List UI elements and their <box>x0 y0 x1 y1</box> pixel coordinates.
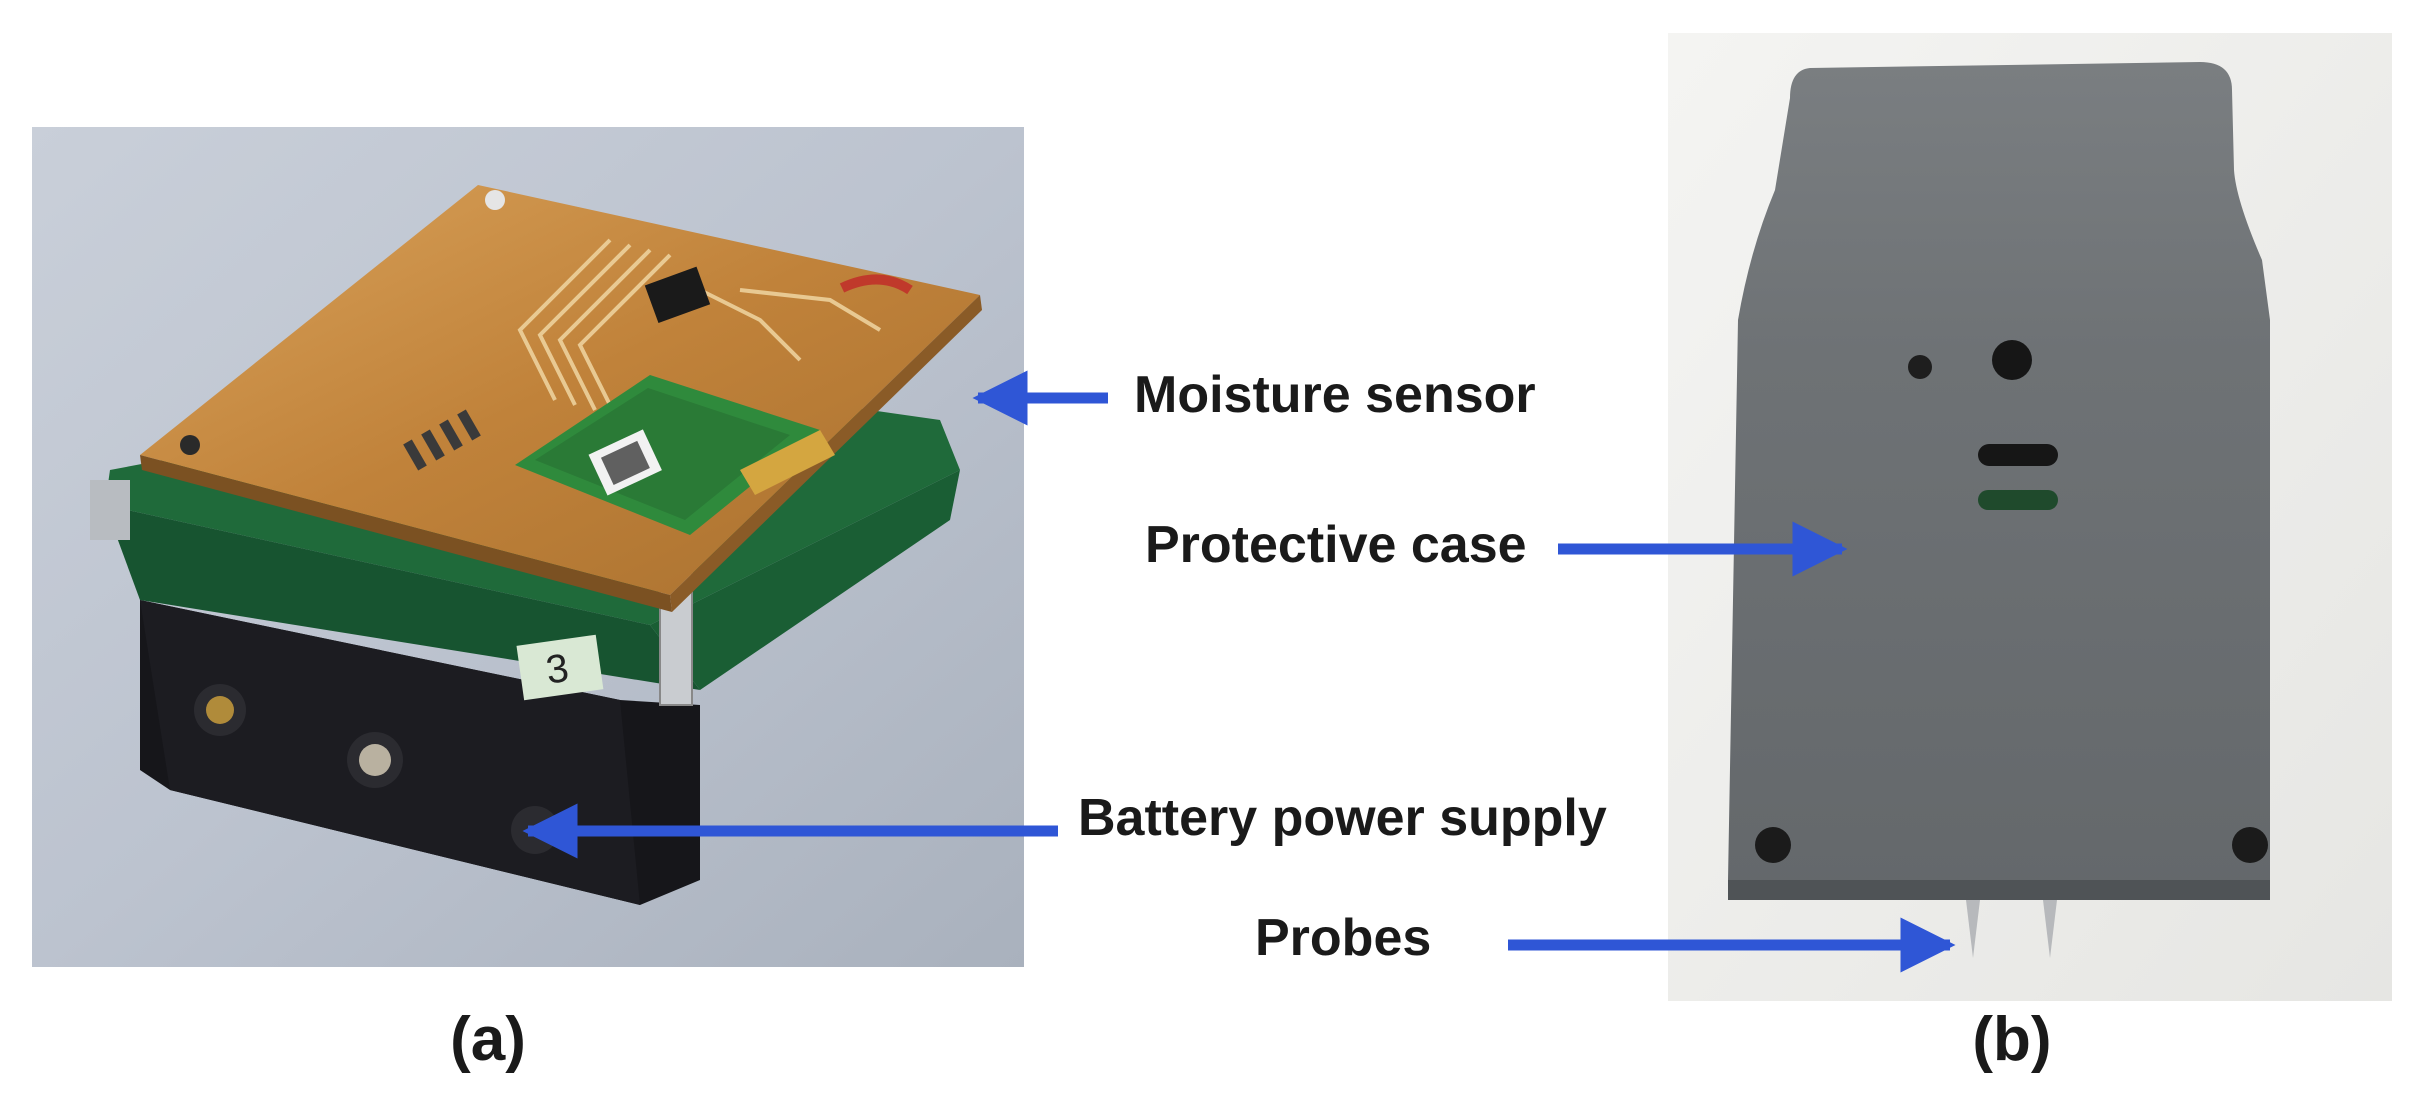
label-probes: Probes <box>1255 909 1431 967</box>
protective-case <box>1728 62 2270 958</box>
moisture-sensor-board <box>140 185 982 612</box>
annotation-labels: Moisture sensor Protective case Battery … <box>450 366 2051 1074</box>
label-battery-power-supply: Battery power supply <box>1078 789 1607 847</box>
photo-a: 3 <box>32 127 1024 967</box>
label-protective-case: Protective case <box>1145 516 1527 574</box>
annotation-arrows <box>522 370 1956 973</box>
panel-label-a: (a) <box>450 1005 526 1074</box>
photo-b <box>1668 33 2392 1001</box>
label-moisture-sensor: Moisture sensor <box>1134 366 1536 424</box>
panel-label-b: (b) <box>1972 1005 2051 1074</box>
